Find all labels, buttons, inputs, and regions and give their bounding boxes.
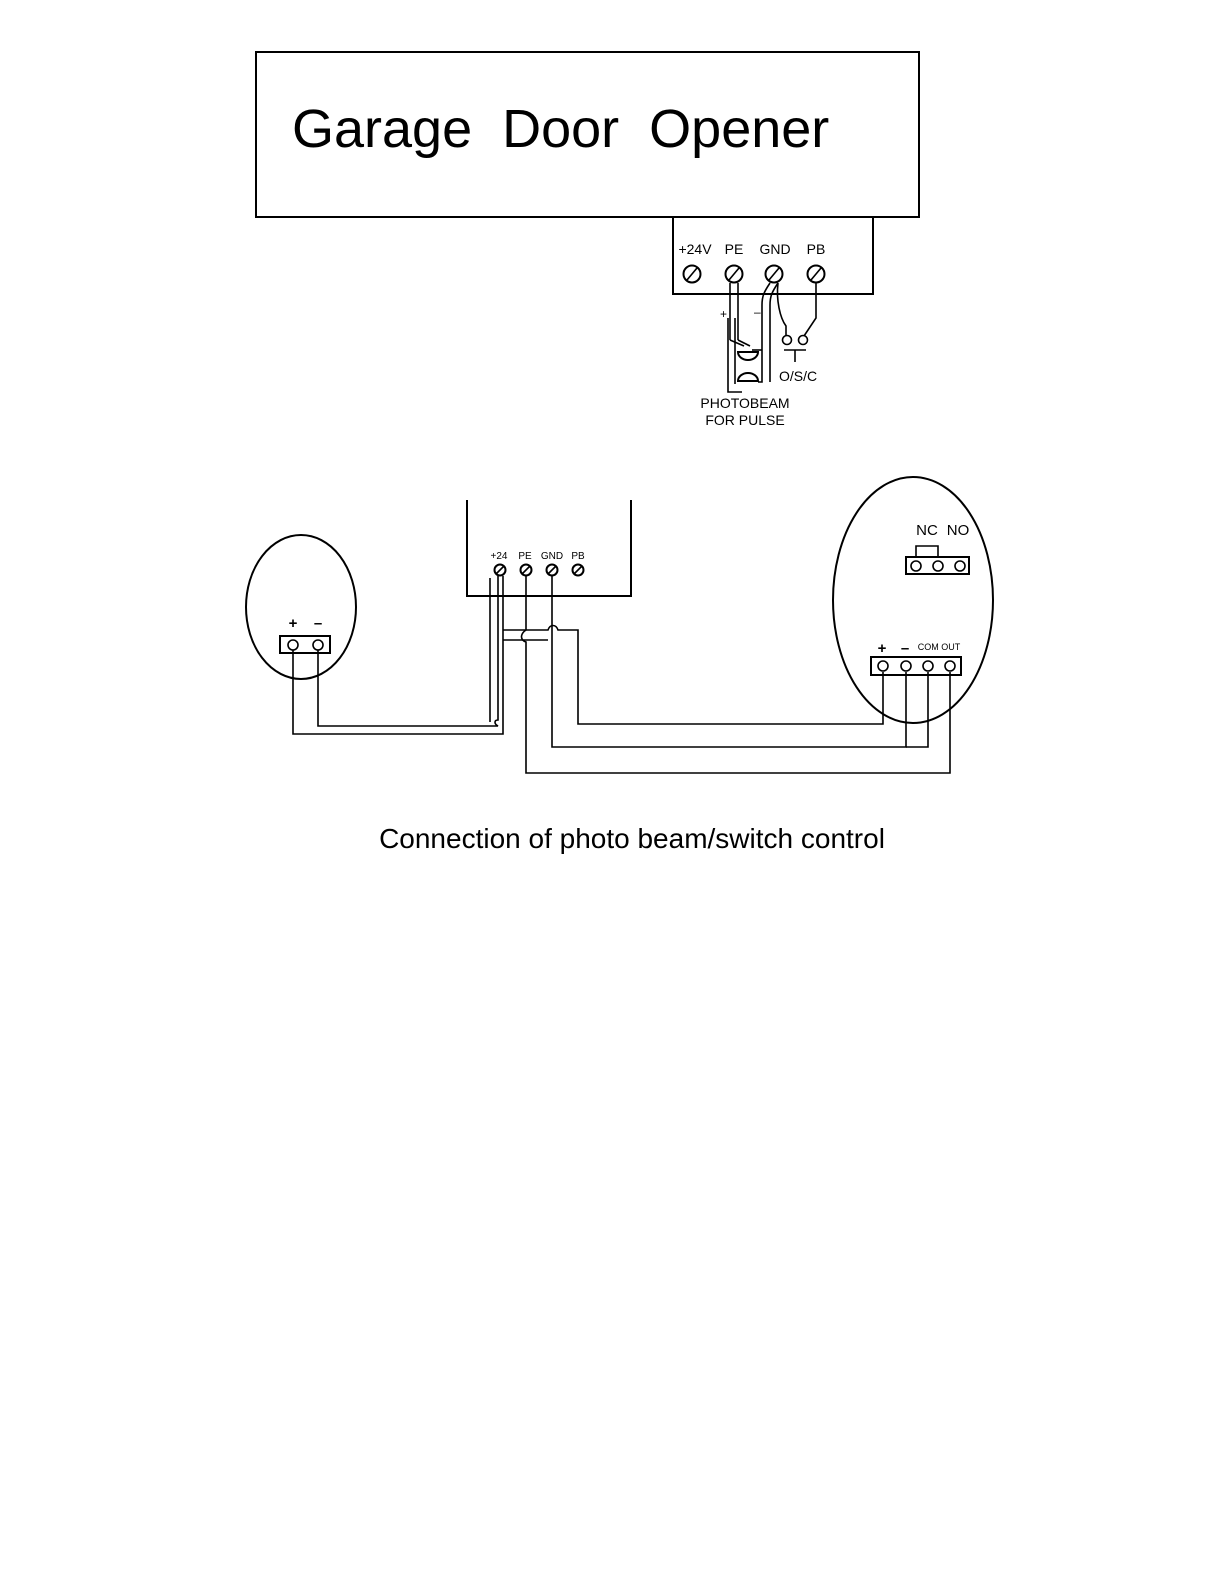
screw-terminal-icon <box>521 565 532 576</box>
terminal-hole-icon <box>901 661 911 671</box>
terminal-hole-icon <box>955 561 965 571</box>
terminal-label-gnd: GND <box>759 241 790 257</box>
wire-24v-transmitter-plus <box>293 576 503 734</box>
screw-terminal-icon <box>684 266 701 283</box>
screw-terminal-icon <box>808 266 825 283</box>
diagram-caption: Connection of photo beam/switch control <box>379 823 885 854</box>
controller-box <box>467 500 631 596</box>
receiver-plus-label: + <box>878 640 887 657</box>
wire-24v-receiver-plus <box>503 626 883 725</box>
terminal-hole-icon <box>911 561 921 571</box>
controller-terminal-label: PB <box>571 551 585 562</box>
terminal-hole-icon <box>313 640 323 650</box>
terminal-label-pe: PE <box>725 241 744 257</box>
receiver-terminal-block <box>871 657 961 675</box>
screw-terminal-icon <box>766 266 783 283</box>
transmitter-minus-label: – <box>314 615 322 632</box>
photobeam-label-line1: PHOTOBEAM <box>700 395 789 411</box>
controller-terminal-label: +24 <box>491 551 508 562</box>
screw-terminal-icon <box>547 565 558 576</box>
polarity-plus-label: + <box>720 307 727 321</box>
terminal-label-pb: PB <box>807 241 826 257</box>
screw-terminal-icon <box>726 266 743 283</box>
switch-label: O/S/C <box>779 368 817 384</box>
polarity-minus-label: – <box>754 305 761 319</box>
photobeam-label-line2: FOR PULSE <box>705 412 784 428</box>
terminal-hole-icon <box>878 661 888 671</box>
terminal-hole-icon <box>945 661 955 671</box>
photobeam-emitter-icon <box>738 352 758 360</box>
receiver-no-label: NO <box>947 522 970 539</box>
connection-section: +24 PE GND PB + – NC NO + – COM OUT <box>246 477 993 773</box>
receiver-nc-label: NC <box>916 522 938 539</box>
photobeam-wiring <box>728 283 778 392</box>
receiver-housing <box>833 477 993 723</box>
wires <box>293 576 950 773</box>
transmitter-plus-label: + <box>289 615 298 632</box>
opener-section: Garage Door Opener +24V PE GND PB <box>256 52 919 428</box>
wire-gnd-receiver <box>552 576 906 747</box>
terminal-hole-icon <box>933 561 943 571</box>
screw-terminal-icon <box>573 565 584 576</box>
controller-terminal-label: GND <box>541 551 563 562</box>
screw-terminal-icon <box>495 565 506 576</box>
receiver-minus-label: – <box>901 640 909 657</box>
terminal-hole-icon <box>288 640 298 650</box>
terminal-label-24v: +24V <box>678 241 712 257</box>
receiver-com-out-label: COM OUT <box>918 642 961 652</box>
opener-title: Garage Door Opener <box>292 99 829 159</box>
transmitter-housing <box>246 535 356 679</box>
terminal-hole-icon <box>923 661 933 671</box>
photobeam-receiver-icon <box>738 373 758 381</box>
controller-terminal-label: PE <box>518 551 532 562</box>
